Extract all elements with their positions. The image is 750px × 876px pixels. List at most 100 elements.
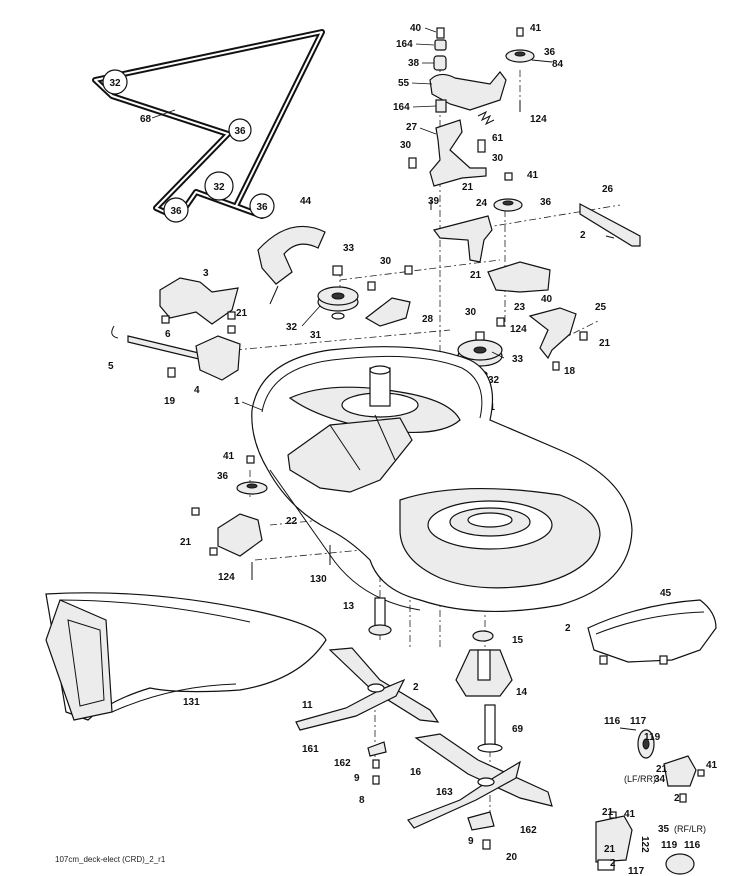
callout-31-left: 31 — [310, 330, 322, 341]
callout-13: 13 — [343, 601, 355, 612]
callout-36-belt-a: 36 — [234, 126, 246, 137]
callout-21-mid: 21 — [462, 182, 474, 193]
callout-84: 84 — [552, 59, 564, 70]
callout-164-top: 164 — [396, 39, 413, 50]
callout-162-right: 162 — [520, 825, 537, 836]
callout-41-detail-b: 41 — [624, 809, 636, 820]
callout-2-detail-a: 2 — [674, 793, 680, 804]
callout-20: 20 — [506, 852, 518, 863]
callout-41-detail-a: 41 — [706, 760, 718, 771]
callout-117-b: 117 — [628, 866, 645, 876]
callout-15: 15 — [512, 635, 524, 646]
callout-21-f: 21 — [656, 764, 668, 775]
callout-163: 163 — [436, 787, 453, 798]
callout-119-b: 119 — [661, 840, 678, 851]
callout-24: 24 — [476, 198, 488, 209]
callout-23: 23 — [514, 302, 526, 313]
callout-2-right: 2 — [565, 623, 571, 634]
mower-deck — [251, 346, 633, 613]
callout-34: 34 — [654, 774, 666, 785]
callout-6: 6 — [165, 329, 171, 340]
callout-30-left: 30 — [400, 140, 412, 151]
callout-9-right: 9 — [468, 836, 474, 847]
callout-40-mid: 40 — [541, 294, 553, 305]
callout-162-left: 162 — [334, 758, 351, 769]
callout-36-top: 36 — [544, 47, 556, 58]
callout-11: 11 — [302, 700, 313, 711]
callout-116-b: 116 — [684, 840, 701, 851]
belt-cover — [587, 599, 717, 665]
callout-161: 161 — [302, 744, 319, 755]
callout-69: 69 — [512, 724, 524, 735]
callout-36-left: 36 — [217, 471, 229, 482]
spindle-right — [455, 630, 513, 753]
callout-27: 27 — [406, 122, 418, 133]
drive-belt — [92, 29, 325, 223]
callout-1: 1 — [234, 396, 240, 407]
callout-55: 55 — [398, 78, 410, 89]
callout-44: 44 — [300, 196, 312, 207]
callout-68: 68 — [140, 114, 152, 125]
callout-38: 38 — [408, 58, 420, 69]
callout-124-mid: 124 — [510, 324, 527, 335]
callout-61: 61 — [492, 133, 504, 144]
callout-30-c: 30 — [465, 307, 477, 318]
spindle-left — [368, 597, 392, 636]
callout-30-right: 30 — [492, 153, 504, 164]
callout-28: 28 — [422, 314, 434, 325]
detail-rflr — [595, 811, 695, 875]
callout-21-g: 21 — [602, 807, 614, 818]
blade-left — [295, 647, 440, 785]
callout-117-a: 117 — [630, 716, 647, 727]
callout-36-mid: 36 — [540, 197, 552, 208]
callout-2-center: 2 — [413, 682, 419, 693]
callout-30-d: 30 — [380, 256, 392, 267]
callout-32-left: 32 — [286, 322, 298, 333]
callout-14: 14 — [516, 687, 528, 698]
callout-36-belt-b: 36 — [170, 206, 182, 217]
callout-32-belt-b: 32 — [213, 182, 225, 193]
callout-119-a: 119 — [644, 732, 661, 743]
callout-41-left: 41 — [223, 451, 235, 462]
callout-41-mid: 41 — [527, 170, 539, 181]
diagram-file-label: 107cm_deck-elect (CRD)_2_r1 — [55, 855, 166, 864]
callout-26: 26 — [602, 184, 614, 195]
callout-21-b: 21 — [470, 270, 482, 281]
callout-116-a: 116 — [604, 716, 621, 727]
callout-21-e: 21 — [180, 537, 192, 548]
callout-130: 130 — [310, 574, 327, 585]
discharge-chute — [45, 592, 327, 721]
callout-18: 18 — [564, 366, 576, 377]
callout-124-top: 124 — [530, 114, 547, 125]
callout-16: 16 — [410, 767, 422, 778]
callout-122: 122 — [639, 836, 650, 853]
callout-39: 39 — [428, 196, 440, 207]
callout-32-belt-a: 32 — [109, 78, 121, 89]
idler-left-mid — [191, 455, 331, 580]
callout-21-c: 21 — [599, 338, 611, 349]
callout-124-left: 124 — [218, 572, 235, 583]
callout-25: 25 — [595, 302, 607, 313]
callout-2-detail-b: 2 — [610, 858, 616, 869]
callout-22: 22 — [286, 516, 298, 527]
callout-19: 19 — [164, 396, 176, 407]
callout-40-top: 40 — [410, 23, 422, 34]
callout-8: 8 — [359, 795, 365, 806]
callout-41-top: 41 — [530, 23, 542, 34]
callout-33-right: 33 — [512, 354, 524, 365]
callout-9: 9 — [354, 773, 360, 784]
callout-21-h: 21 — [604, 844, 616, 855]
callout-4: 4 — [194, 385, 200, 396]
callout-164-mid: 164 — [393, 102, 410, 113]
callout-32-right: 32 — [488, 375, 500, 386]
callout-21-d: 21 — [236, 308, 248, 319]
left-brackets — [111, 225, 326, 381]
pulley-left — [317, 265, 413, 327]
blade-right — [407, 733, 553, 850]
callout-131: 131 — [183, 697, 200, 708]
callout-35: 35 — [658, 824, 670, 835]
note-rf-lr: (RF/LR) — [674, 824, 706, 834]
callout-3: 3 — [203, 268, 209, 279]
note-lf-rr: (LF/RR) — [624, 774, 656, 784]
